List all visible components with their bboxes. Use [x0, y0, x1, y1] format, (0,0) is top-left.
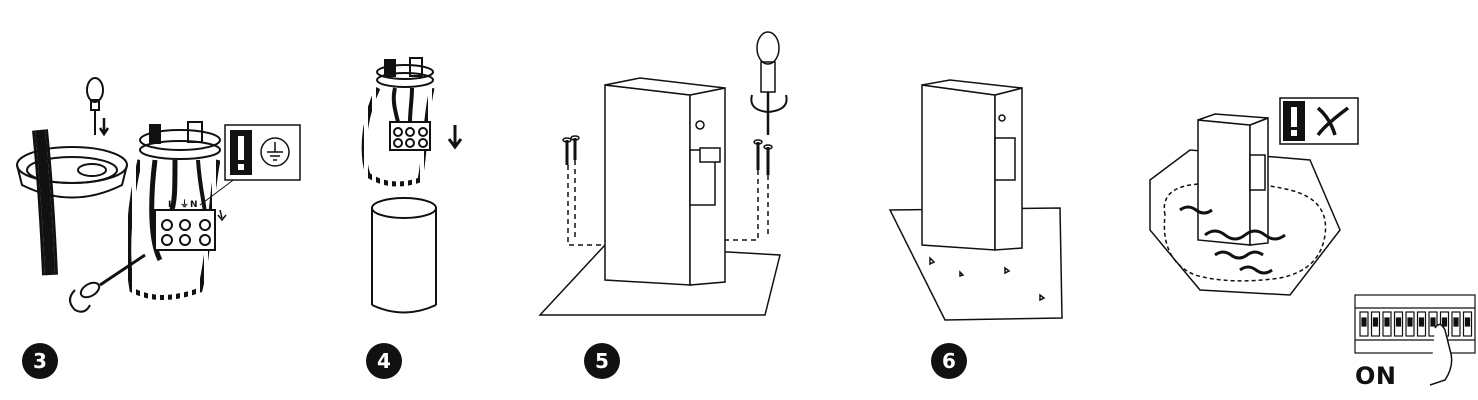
breaker-toggle — [1384, 317, 1390, 327]
screwdriver-icon — [86, 77, 104, 135]
step-number-6: 6 — [931, 343, 967, 379]
screw-icon — [753, 139, 763, 170]
earth-ground-icon — [260, 137, 290, 167]
breaker-panel-illustration — [1354, 294, 1476, 386]
breaker-switch — [1428, 311, 1438, 337]
step-number-3: 3 — [22, 343, 58, 379]
wet-concrete-warning-illustration — [1149, 97, 1359, 296]
screw-icon — [570, 135, 580, 160]
label-neutral: N — [190, 200, 198, 210]
post-front — [604, 84, 691, 286]
breaker-toggle — [1395, 317, 1402, 327]
ground-plane — [538, 244, 781, 316]
breaker-switch — [1416, 311, 1427, 337]
screw-icon — [763, 144, 773, 175]
screwdriver-icon — [756, 31, 780, 135]
breaker-toggle — [1430, 317, 1436, 327]
breaker-on-label: ON — [1355, 362, 1397, 390]
screw-icon — [562, 137, 572, 165]
step-6-illustration — [888, 79, 1063, 321]
step-4-illustration — [361, 57, 463, 314]
rotate-arrow-icon — [750, 94, 788, 114]
breaker-toggle — [1464, 317, 1471, 327]
breaker-toggle — [1407, 317, 1413, 327]
breaker-toggle — [1361, 317, 1367, 327]
breaker-switch — [1462, 311, 1473, 337]
step-3-illustration: L ⏚ N — [16, 77, 301, 313]
arrow-down-icon — [447, 125, 463, 150]
breaker-toggle — [1453, 317, 1459, 327]
arrow-down-icon — [98, 118, 110, 137]
breaker-switch — [1451, 311, 1461, 337]
hand-icon — [1429, 323, 1453, 386]
breaker-switch — [1359, 311, 1369, 337]
wave-icon — [1179, 205, 1286, 275]
step-5-illustration — [538, 31, 788, 316]
breaker-toggle — [1418, 317, 1425, 327]
label-earth: ⏚ — [180, 199, 189, 210]
breaker-switch — [1382, 311, 1392, 337]
step-number-4: 4 — [366, 343, 402, 379]
breaker-toggle — [1372, 317, 1379, 327]
breaker-switch — [1370, 311, 1381, 337]
breaker-switch — [1393, 311, 1404, 337]
cross-icon — [1316, 106, 1350, 137]
breaker-switch — [1405, 311, 1415, 337]
breaker-toggle — [1441, 317, 1448, 327]
label-live: L — [168, 200, 174, 210]
sleeve-tube — [371, 197, 437, 314]
rotate-arrow-icon — [69, 289, 91, 313]
step-number-5: 5 — [584, 343, 620, 379]
